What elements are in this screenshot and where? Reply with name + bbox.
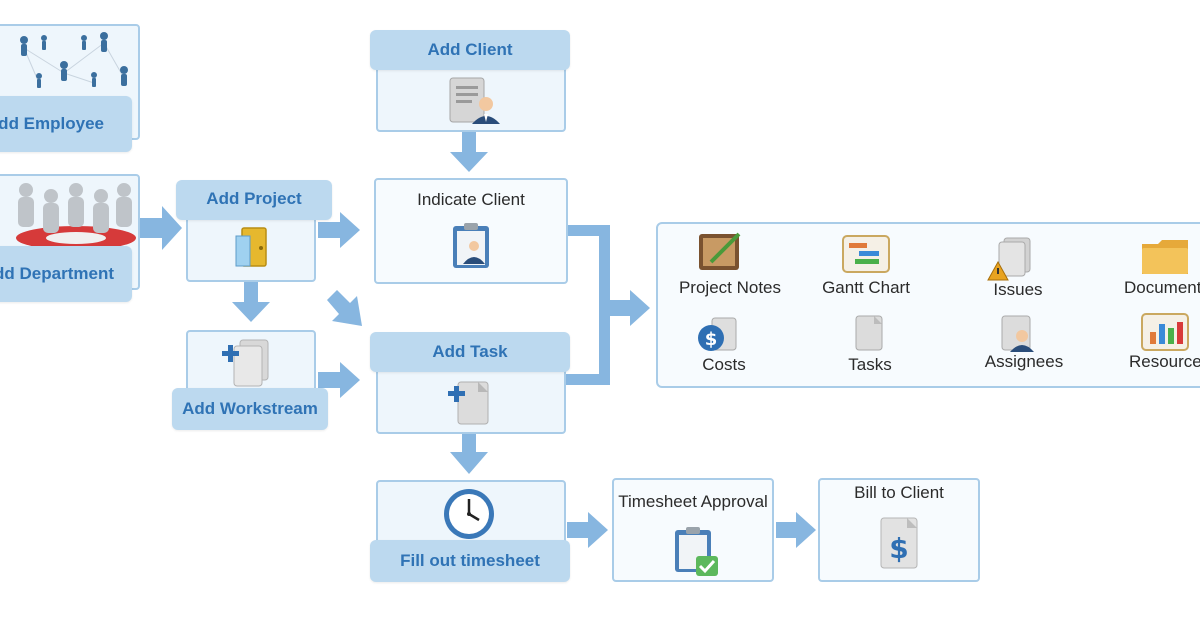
project-notes-icon	[699, 232, 741, 270]
arrow-department-to-project	[138, 206, 182, 250]
arrow-client-to-indicate	[450, 132, 488, 172]
bracket-vertical	[599, 225, 610, 385]
add-task-label: Add Task	[370, 332, 570, 372]
feature-costs-label: Costs	[702, 355, 746, 374]
project-features-panel	[656, 222, 1200, 388]
clock-icon	[444, 489, 494, 539]
arrow-workstream-to-task	[318, 362, 360, 398]
approval-clipboard-icon	[675, 527, 718, 576]
bracket-top	[566, 225, 610, 236]
feature-project-notes-label: Project Notes	[678, 278, 782, 297]
employee-network-icon	[20, 32, 128, 88]
project-door-icon	[235, 227, 267, 267]
feature-resources-label: Resources	[1129, 352, 1200, 371]
arrow-timesheet-to-approval	[567, 512, 608, 548]
indicate-client-label: Indicate Client	[417, 190, 525, 209]
resources-icon	[1141, 313, 1189, 351]
costs-icon: $	[698, 317, 737, 351]
issues-icon	[987, 237, 1031, 281]
department-group-icon	[16, 183, 136, 246]
add-workstream-label: Add Workstream	[172, 388, 328, 430]
timesheet-approval-label: Timesheet Approval	[618, 492, 768, 511]
tasks-icon	[855, 315, 883, 351]
arrow-project-to-task	[327, 290, 362, 326]
feature-gantt-chart-label: Gantt Chart	[822, 278, 910, 297]
feature-issues-label: Issues	[993, 280, 1043, 299]
feature-assignees-label: Assignees	[984, 352, 1064, 371]
add-task-icon	[448, 381, 489, 425]
add-employee-label: Add Employee	[0, 96, 132, 152]
client-form-icon	[449, 77, 500, 124]
bill-to-client-label: Bill to Client	[854, 483, 944, 502]
arrow-to-features	[610, 290, 650, 326]
bracket-bottom	[566, 374, 610, 385]
add-client-label: Add Client	[370, 30, 570, 70]
add-workstream-icon	[222, 339, 269, 387]
arrow-project-to-workstream	[232, 282, 270, 322]
add-project-label: Add Project	[176, 180, 332, 220]
client-clipboard-icon	[453, 223, 489, 268]
arrow-task-to-timesheet	[450, 434, 488, 474]
feature-documents-label: Documents	[1124, 278, 1200, 297]
svg-text:$: $	[705, 329, 718, 350]
arrow-approval-to-bill	[776, 512, 816, 548]
assignees-icon	[1001, 315, 1034, 352]
svg-text:$: $	[889, 532, 908, 565]
feature-tasks-label: Tasks	[848, 355, 892, 374]
add-department-label: Add Department	[0, 246, 132, 302]
gantt-chart-icon	[842, 235, 890, 273]
documents-folder-icon	[1142, 240, 1188, 274]
fill-timesheet-label: Fill out timesheet	[370, 540, 570, 582]
arrow-project-to-indicate	[318, 212, 360, 248]
invoice-dollar-icon: $	[880, 517, 918, 569]
